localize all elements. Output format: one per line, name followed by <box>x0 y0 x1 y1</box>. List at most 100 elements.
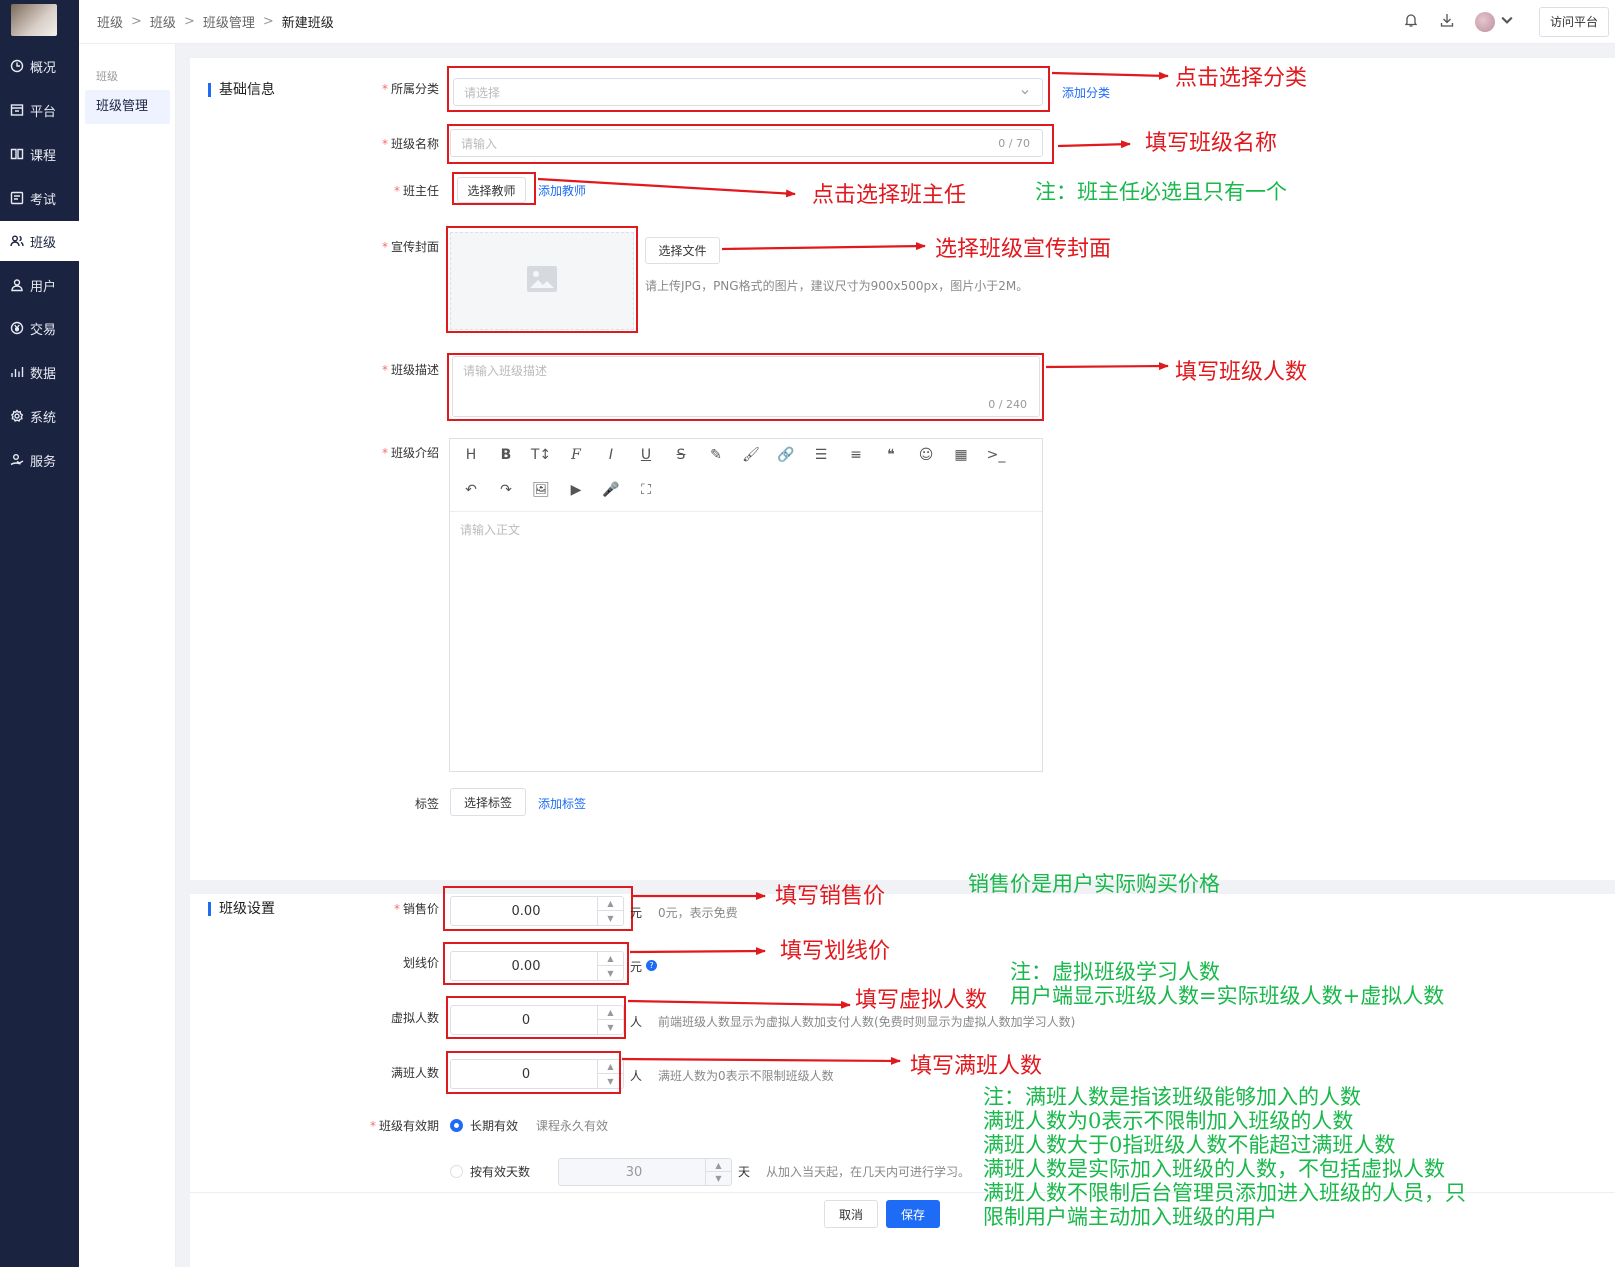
sidebar-item-service[interactable]: 服务 <box>0 440 79 480</box>
emoji-icon[interactable]: ☺ <box>918 447 934 463</box>
sidebar-item-system[interactable]: 系统 <box>0 396 79 436</box>
increment-icon[interactable]: ▲ <box>598 1060 623 1074</box>
cancel-button[interactable]: 取消 <box>824 1200 878 1228</box>
add-category-link[interactable]: 添加分类 <box>1062 86 1111 100</box>
table-icon[interactable]: ▦ <box>954 447 968 463</box>
tags-label: 标签 <box>414 797 439 811</box>
radio-long-term-label[interactable]: 长期有效 <box>470 1119 519 1133</box>
user-menu[interactable] <box>1475 12 1515 32</box>
decrement-icon[interactable]: ▼ <box>607 1022 614 1032</box>
sidebar-item-trade[interactable]: 交易 <box>0 308 79 348</box>
quote-icon[interactable]: ❝ <box>887 447 895 463</box>
clock-icon <box>10 59 24 73</box>
image-placeholder-icon <box>527 266 557 296</box>
radio-long-term[interactable] <box>450 1119 463 1132</box>
description-textarea[interactable]: 请输入班级描述 0 / 240 <box>452 356 1040 417</box>
days-input[interactable]: 30 ▲▼ <box>558 1158 732 1186</box>
save-button[interactable]: 保存 <box>886 1200 940 1228</box>
annotation-virtual: 填写虚拟人数 <box>855 988 988 1013</box>
sidebar-item-label: 课程 <box>30 148 57 164</box>
sidebar-item-user[interactable]: 用户 <box>0 265 79 305</box>
strike-price-input[interactable]: 0.00 ▲▼ <box>450 951 624 981</box>
visit-platform-button[interactable]: 访问平台 <box>1538 7 1609 37</box>
price-input[interactable]: 0.00 ▲▼ <box>450 896 624 926</box>
chevron-right-icon: > <box>131 14 142 29</box>
footer-divider <box>190 1192 1615 1193</box>
select-tag-button[interactable]: 选择标签 <box>450 788 526 816</box>
font-family-icon[interactable]: F <box>571 447 581 463</box>
category-select[interactable]: 请选择 <box>453 78 1043 106</box>
add-tag-link[interactable]: 添加标签 <box>538 797 587 811</box>
increment-icon[interactable]: ▲ <box>706 1159 731 1172</box>
head-teacher-label: *班主任 <box>393 184 439 198</box>
users-icon <box>10 234 24 248</box>
heading-icon[interactable]: H <box>465 447 477 463</box>
section-title-settings: 班级设置 <box>208 902 275 916</box>
sidebar-item-class[interactable]: 班级 <box>0 221 79 261</box>
full-count-input[interactable]: 0 ▲▼ <box>450 1059 624 1089</box>
align-icon[interactable]: ≡ <box>850 447 862 463</box>
underline-icon[interactable]: U <box>640 447 652 463</box>
select-teacher-button[interactable]: 选择教师 <box>457 177 526 203</box>
list-icon[interactable]: ☰ <box>814 447 828 463</box>
sidebar-item-data[interactable]: 数据 <box>0 352 79 392</box>
bold-icon[interactable]: B <box>500 447 512 463</box>
question-icon[interactable]: ? <box>646 960 657 971</box>
class-name-label: *班级名称 <box>381 137 439 151</box>
breadcrumb-item[interactable]: 班级 <box>97 16 124 31</box>
number-stepper[interactable]: ▲▼ <box>705 1159 731 1185</box>
avatar[interactable] <box>1475 12 1495 32</box>
editor-toolbar: H B T↕ F I U S ✎ 🖌 🔗 ☰ ≡ ❝ ☺ ▦ >_ <box>462 446 1006 464</box>
link-icon[interactable]: 🔗 <box>777 447 795 463</box>
sidebar-item-label: 考试 <box>30 192 57 208</box>
brush-icon[interactable]: 🖌 <box>742 447 760 463</box>
breadcrumb-item[interactable]: 班级管理 <box>202 16 255 31</box>
cover-label: *宣传封面 <box>381 240 439 254</box>
strikethrough-icon[interactable]: S <box>676 447 686 463</box>
code-icon[interactable]: >_ <box>986 447 1006 463</box>
bell-icon[interactable] <box>1403 12 1419 32</box>
decrement-icon[interactable]: ▼ <box>607 1076 614 1086</box>
sidebar-item-exam[interactable]: 考试 <box>0 178 79 218</box>
video-icon[interactable]: ▶ <box>570 482 582 498</box>
download-icon[interactable] <box>1439 12 1455 32</box>
microphone-icon[interactable]: 🎤 <box>602 482 620 498</box>
radio-by-days[interactable] <box>450 1165 463 1178</box>
increment-icon[interactable]: ▲ <box>598 1006 623 1020</box>
pencil-icon[interactable]: ✎ <box>710 447 722 463</box>
font-size-icon[interactable]: T↕ <box>530 447 552 463</box>
decrement-icon[interactable]: ▼ <box>715 1174 722 1183</box>
chevron-down-icon <box>1020 86 1030 100</box>
add-teacher-link[interactable]: 添加教师 <box>538 184 587 198</box>
sidebar-item-platform[interactable]: 平台 <box>0 90 79 130</box>
breadcrumb-item[interactable]: 班级 <box>149 16 176 31</box>
submenu-item-class-management[interactable]: 班级管理 <box>85 90 170 124</box>
fullscreen-icon[interactable]: ⛶ <box>641 482 651 498</box>
cover-hint: 请上传JPG，PNG格式的图片，建议尺寸为900x500px，图片小于2M。 <box>645 279 1029 293</box>
undo-icon[interactable]: ↶ <box>465 482 477 498</box>
class-name-input[interactable]: 请输入 0 / 70 <box>450 129 1043 157</box>
image-icon[interactable]: 🖼 <box>532 482 550 498</box>
choose-file-button[interactable]: 选择文件 <box>645 237 720 264</box>
sidebar-item-course[interactable]: 课程 <box>0 134 79 174</box>
sidebar-item-overview[interactable]: 概况 <box>0 46 79 86</box>
cover-upload-area[interactable] <box>450 232 634 330</box>
decrement-icon[interactable]: ▼ <box>607 968 614 978</box>
redo-icon[interactable]: ↷ <box>500 482 512 498</box>
number-stepper[interactable]: ▲▼ <box>597 1006 623 1034</box>
annotation-price-note: 销售价是用户实际购买价格 <box>968 872 1220 896</box>
rich-text-editor[interactable]: H B T↕ F I U S ✎ 🖌 🔗 ☰ ≡ ❝ ☺ ▦ >_ ↶ ↷ 🖼 … <box>449 438 1043 772</box>
number-stepper[interactable]: ▲▼ <box>597 952 623 980</box>
annotation-full-note: 满班人数为0表示不限制加入班级的人数 <box>983 1109 1354 1133</box>
italic-icon[interactable]: I <box>608 447 614 463</box>
number-stepper[interactable]: ▲▼ <box>597 897 623 925</box>
increment-icon[interactable]: ▲ <box>598 952 623 966</box>
app-logo[interactable] <box>11 4 57 36</box>
increment-icon[interactable]: ▲ <box>598 897 623 911</box>
user-icon <box>10 278 24 292</box>
number-stepper[interactable]: ▲▼ <box>597 1060 623 1088</box>
radio-by-days-label[interactable]: 按有效天数 <box>470 1165 531 1179</box>
virtual-count-input[interactable]: 0 ▲▼ <box>450 1005 624 1035</box>
decrement-icon[interactable]: ▼ <box>607 913 614 923</box>
breadcrumb: 班级 > 班级 > 班级管理 > 新建班级 <box>97 12 334 31</box>
